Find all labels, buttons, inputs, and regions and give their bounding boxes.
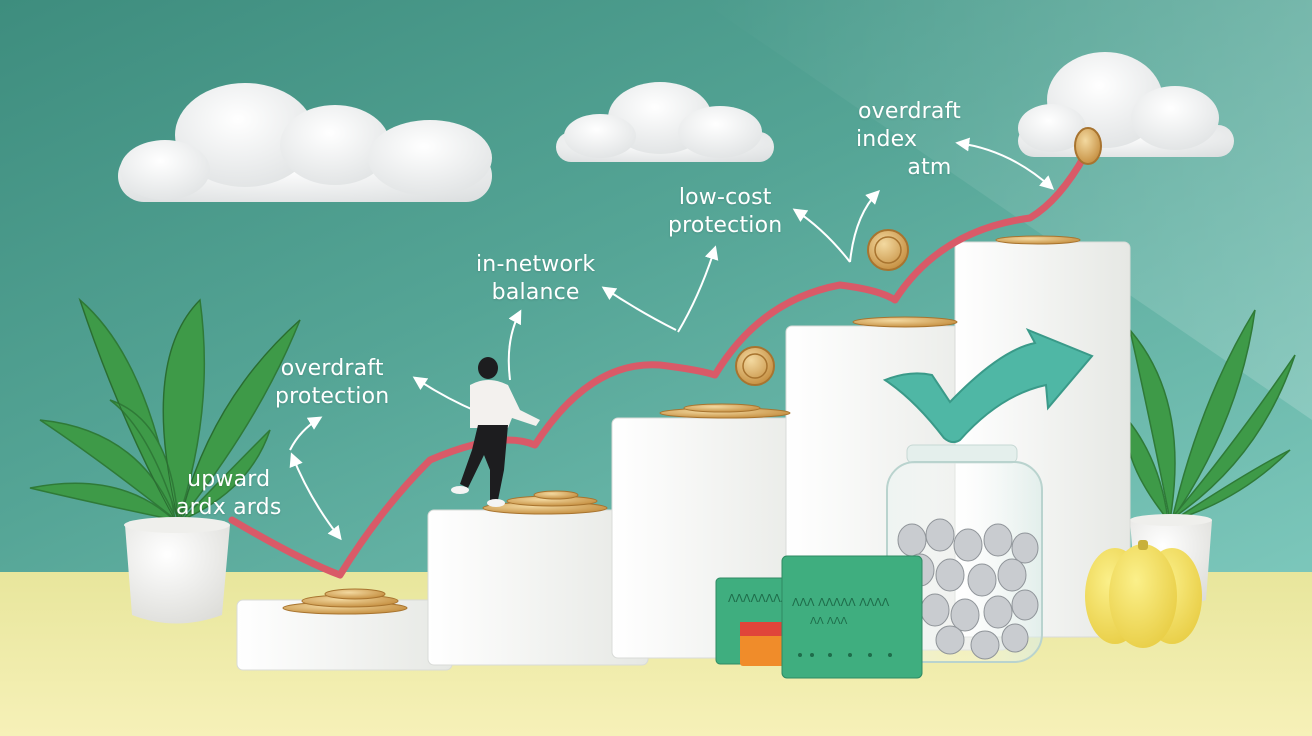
label-upward-line2: ardx ards [176,495,282,520]
label-low-cost-protection: low-cost protection [668,184,782,240]
label-overdraft-protection-line2: protection [275,384,390,409]
cloud-icon [556,82,774,162]
checkmark-icon [882,328,1094,444]
coin-icon [735,346,775,386]
coin-stacks [282,235,1081,615]
label-in-network-balance-line1: in-network [476,252,596,277]
cloud-icon [118,83,492,202]
back-card-text: ΛΛΛΛΛΛΛΛΛ [728,592,796,605]
plant-icon [29,297,301,624]
cloud-icon [1018,52,1234,157]
label-overdraft-index-atm-line3: atm [907,155,952,180]
label-overdraft-protection-line1: overdraft [280,356,384,381]
pumpkin-object [1085,540,1202,648]
label-low-cost-protection-line1: low-cost [678,185,772,210]
card-icon: ΛΛΛΛΛΛΛΛΛ [715,577,796,666]
label-upward: upward ardx ards [176,466,281,522]
label-low-cost-protection-line2: protection [668,213,783,238]
front-card-text-2: ΛΛ ΛΛΛ [810,616,848,627]
label-overdraft-index-atm-line1: overdraft [858,99,961,124]
label-in-network-balance: in-network balance [476,251,595,307]
label-overdraft-index-atm: overdraft index atm [856,98,961,182]
front-card-text: ΛΛΛ ΛΛΛΛΛ ΛΛΛΛ [792,596,890,609]
card-icon: ΛΛΛ ΛΛΛΛΛ ΛΛΛΛ ΛΛ ΛΛΛ [781,555,923,679]
person-figure [451,357,540,507]
label-overdraft-index-atm-line2: index [856,127,918,152]
trend-line [228,151,1089,579]
label-in-network-balance-line2: balance [491,280,580,305]
label-upward-line1: upward [187,467,271,492]
coin-icon [1074,127,1102,165]
label-overdraft-protection: overdraft protection [275,355,389,411]
coin-icon [867,229,909,271]
